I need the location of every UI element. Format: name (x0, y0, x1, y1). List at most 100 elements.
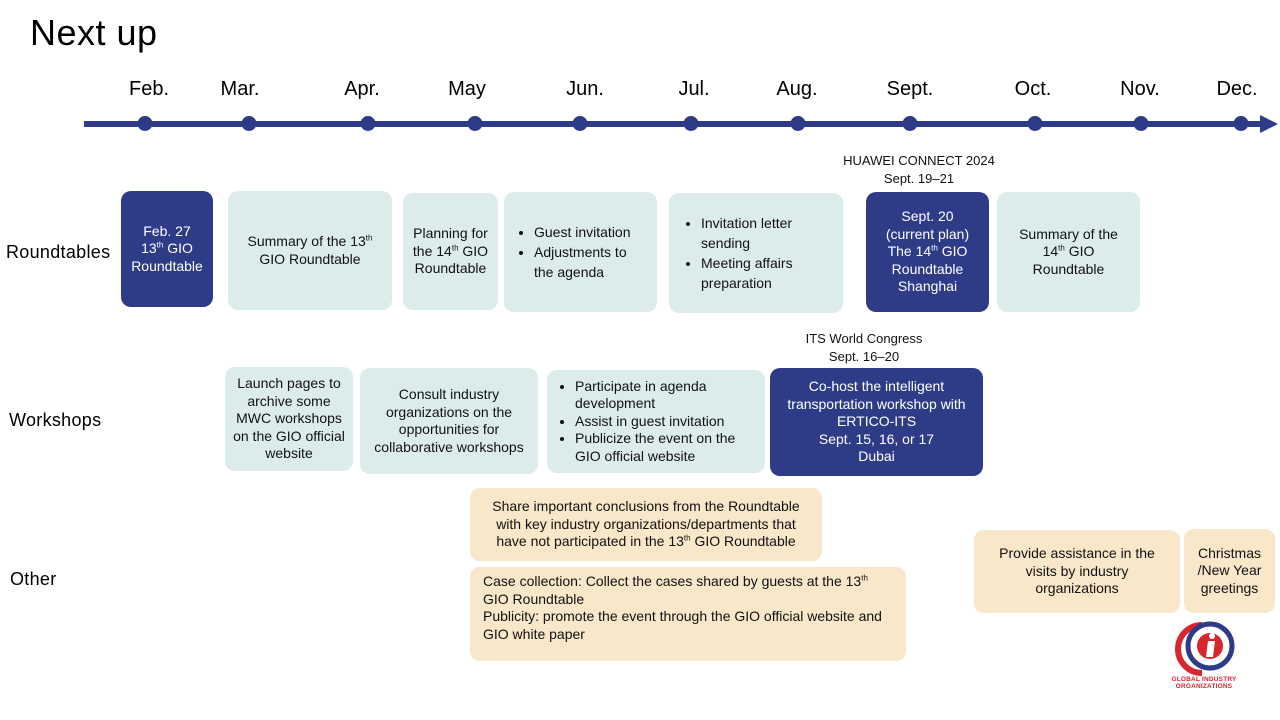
box-line: The 14th GIO (886, 243, 969, 261)
box-text: Feb. 27 13th GIO Roundtable (131, 223, 203, 276)
timeline-dot (572, 116, 588, 131)
text-segment: GIO Roundtable (259, 250, 361, 267)
workshop-cohost-box: Co-host the intelligent transportation w… (770, 368, 983, 476)
list-item: Publicize the event on the GIO official … (575, 430, 757, 465)
roundtable-sept-box: Sept. 20 (current plan) The 14th GIO Rou… (866, 192, 989, 312)
other-case-box: Case collection: Collect the cases share… (470, 567, 906, 661)
timeline-arrow (1260, 115, 1278, 133)
box-line: Roundtable (131, 257, 203, 274)
roundtable-jul-list: Invitation letter sending Meeting affair… (681, 213, 831, 293)
text-segment: GIO (937, 243, 968, 260)
timeline-dot (467, 116, 483, 131)
ordinal-suffix: th (931, 243, 938, 253)
roundtable-planning-14-box: Planning for the 14th GIO Roundtable (403, 193, 498, 310)
month-label-jul: Jul. (678, 78, 710, 100)
caption-line: Sept. 16–20 (828, 348, 900, 364)
timeline-dot (1027, 116, 1043, 131)
case-collection-text: Case collection: Collect the cases share… (483, 573, 893, 608)
box-line: Roundtable (414, 260, 487, 277)
event-caption-its-world-congress: ITS World Congress Sept. 16–20 (806, 330, 923, 365)
event-caption-huawei-connect: HUAWEI CONNECT 2024 Sept. 19–21 (843, 152, 995, 187)
box-line: (current plan) (885, 225, 970, 242)
box-line: ERTICO-ITS (836, 413, 917, 430)
roundtable-jun-box: Guest invitation Adjustments to the agen… (504, 192, 657, 312)
other-christmas-box: Christmas /New Year greetings (1184, 529, 1275, 613)
text-segment: GIO Roundtable (690, 533, 796, 550)
text-segment: Summary of the 13 (247, 233, 366, 249)
box-line: Sept. 20 (901, 208, 954, 225)
box-text: Sept. 20 (current plan) The 14th GIO Rou… (886, 208, 969, 296)
box-text: Summary of the 14th GIO Roundtable (1019, 226, 1118, 279)
row-label-other: Other (10, 569, 57, 589)
timeline-dot (360, 116, 376, 131)
caption-line: ITS World Congress (805, 331, 923, 346)
caption-line: HUAWEI CONNECT 2024 (843, 153, 995, 168)
month-label-apr: Apr. (344, 78, 380, 100)
box-text: Launch pages to archive some MWC worksho… (233, 375, 345, 462)
box-line: Dubai (858, 448, 895, 465)
workshop-launch-box: Launch pages to archive some MWC worksho… (225, 367, 353, 471)
ordinal-suffix: th (156, 240, 164, 250)
ordinal-suffix: th (451, 243, 459, 253)
text-segment: The 14 (887, 243, 932, 260)
timeline-dot (241, 116, 257, 131)
box-text: Planning for the 14th GIO Roundtable (413, 225, 488, 278)
text-segment: Case collection: Collect the cases share… (483, 573, 862, 589)
roundtable-feb-box: Feb. 27 13th GIO Roundtable (121, 191, 213, 307)
box-line: Summary of the (1019, 225, 1118, 242)
month-label-sept: Sept. (886, 78, 934, 100)
box-line: Sept. 15, 16, or 17 (818, 430, 935, 447)
workshop-jun-box: Participate in agenda development Assist… (547, 370, 765, 473)
workshop-jun-list: Participate in agenda development Assist… (555, 378, 757, 466)
ordinal-number: 13 (141, 240, 157, 257)
ordinal-suffix: th (861, 573, 868, 583)
roundtable-summary-14-box: Summary of the 14th GIO Roundtable (997, 192, 1140, 312)
ordinal-suffix: th (683, 533, 691, 543)
month-label-jun: Jun. (566, 78, 604, 100)
month-label-oct: Oct. (1014, 78, 1052, 100)
list-item: Guest invitation (534, 222, 647, 242)
timeline-dot (790, 116, 806, 131)
roundtable-jun-list: Guest invitation Adjustments to the agen… (514, 222, 647, 282)
text-segment: Share important conclusions from the Rou… (492, 498, 800, 550)
month-label-mar: Mar. (220, 78, 260, 100)
gio-logo-text: GLOBAL INDUSTRY ORGANIZATIONS (1160, 676, 1248, 691)
box-line: 14th GIO (1019, 243, 1118, 261)
roundtable-jul-box: Invitation letter sending Meeting affair… (669, 193, 843, 313)
box-line: Roundtable (891, 260, 964, 277)
gio-logo-icon (1175, 621, 1235, 676)
box-line: Roundtable (1032, 260, 1105, 277)
box-line: Feb. 27 (143, 222, 191, 239)
row-label-roundtables: Roundtables (6, 242, 111, 262)
logo-line: ORGANIZATIONS (1175, 683, 1233, 691)
box-text: Consult industry organizations on the op… (374, 386, 524, 455)
timeline-dot (137, 116, 153, 131)
box-line: the 14th GIO (413, 243, 488, 261)
row-label-workshops: Workshops (9, 410, 102, 430)
other-assist-box: Provide assistance in the visits by indu… (974, 530, 1180, 613)
list-item: Adjustments to the agenda (534, 242, 647, 282)
roundtable-summary-13-box: Summary of the 13th GIO Roundtable (228, 191, 392, 310)
month-label-aug: Aug. (776, 78, 818, 100)
list-item: Participate in agenda development (575, 378, 757, 413)
list-item: Invitation letter sending (701, 213, 831, 253)
box-text: Share important conclusions from the Rou… (488, 498, 804, 551)
box-line: Shanghai (897, 278, 958, 295)
box-line: Co-host the intelligent transportation w… (787, 378, 966, 412)
gio-logo: GLOBAL INDUSTRY ORGANIZATIONS (1166, 619, 1242, 695)
timeline-dot (1133, 116, 1149, 131)
box-text: Co-host the intelligent transportation w… (780, 378, 973, 466)
ordinal-suffix: th (365, 233, 373, 243)
workshop-consult-box: Consult industry organizations on the op… (360, 368, 538, 474)
box-text: Christmas /New Year greetings (1197, 544, 1262, 596)
text-segment: 14 (1042, 243, 1059, 260)
text-segment: the 14 (412, 242, 452, 259)
month-label-feb: Feb. (128, 78, 170, 100)
box-line: Planning for (413, 225, 488, 242)
timeline-dot (902, 116, 918, 131)
publicity-text: Publicity: promote the event through the… (483, 608, 882, 642)
timeline-axis (84, 121, 1264, 127)
text-segment: GIO Roundtable (483, 590, 585, 607)
logo-line: GLOBAL INDUSTRY (1171, 676, 1237, 683)
text-segment: GIO (458, 242, 489, 259)
